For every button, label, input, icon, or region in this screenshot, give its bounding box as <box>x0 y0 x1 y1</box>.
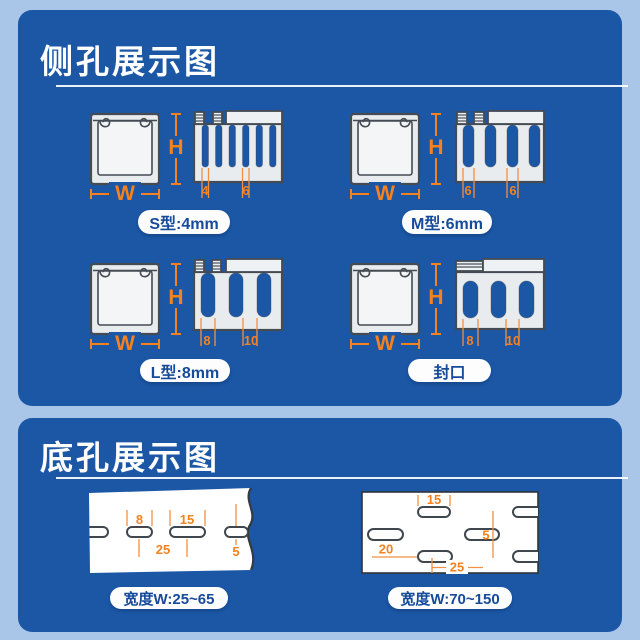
bottom-hole-strip-narrow: 8 15 25 5 <box>89 487 255 573</box>
slots <box>201 124 277 168</box>
slots <box>200 272 272 318</box>
side-profile-l <box>192 258 284 346</box>
height-dim-label: H <box>424 136 448 158</box>
slot-width-value: 8 <box>466 333 474 348</box>
title-underline <box>56 85 628 87</box>
side-profile-s <box>192 110 284 198</box>
slots <box>462 280 535 319</box>
type-badge-m: M型:6mm <box>402 210 492 234</box>
height-dim-label: H <box>164 286 188 308</box>
type-badge-l: L型:8mm <box>140 359 230 382</box>
slot-length-value: 15 <box>427 492 441 507</box>
slot-pitch-value: 25 <box>450 560 464 575</box>
type-badge-sealed: 封口 <box>408 359 491 382</box>
width-dim-label: W <box>109 332 141 354</box>
slot-pitch-value: 10 <box>505 333 521 348</box>
width-range-badge-wide: 宽度W:70~150 <box>388 587 512 609</box>
bottom-hole-board-wide: 15 5 20 25 <box>361 491 539 575</box>
height-dim-label: H <box>164 136 188 158</box>
board-slots <box>367 506 538 563</box>
slot-pitch-value: 10 <box>243 333 259 348</box>
slot-pitch-value: 6 <box>509 183 517 198</box>
side-profile-m <box>454 110 546 198</box>
slot-gap-value: 5 <box>482 528 489 543</box>
slot-gap-value: 5 <box>232 544 239 559</box>
slots <box>462 124 541 168</box>
slot-pitch-value: 25 <box>156 542 170 557</box>
width-range-badge-narrow: 宽度W:25~65 <box>110 587 228 609</box>
bottom-hole-title: 底孔展示图 <box>40 439 220 476</box>
side-profile-sealed <box>454 258 546 346</box>
width-dim-label: W <box>369 182 401 204</box>
width-dim-label: W <box>109 182 141 204</box>
slot-width-value: 6 <box>464 183 472 198</box>
slot-width-value: 4 <box>201 183 209 198</box>
height-dim-label: H <box>424 286 448 308</box>
side-hole-title: 侧孔展示图 <box>40 43 220 80</box>
width-dim-label: W <box>369 332 401 354</box>
title-underline <box>56 477 628 479</box>
slot-length-value: 15 <box>180 512 194 527</box>
slot-width-value: 8 <box>203 333 211 348</box>
edge-offset-value: 20 <box>379 542 393 557</box>
slot-width-value: 8 <box>136 512 143 527</box>
type-badge-s: S型:4mm <box>138 210 230 234</box>
slot-pitch-value: 6 <box>242 183 250 198</box>
